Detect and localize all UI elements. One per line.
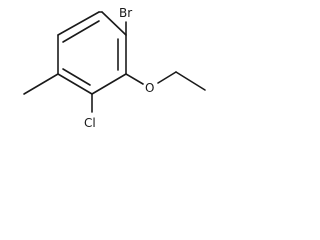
ring-bond-top-inner bbox=[62, 20, 100, 43]
ring-bond-bottom-right bbox=[91, 73, 127, 95]
ring-bond-bottom-left bbox=[57, 73, 93, 95]
ethyl-bond-2 bbox=[175, 71, 206, 91]
methyl-bond bbox=[23, 73, 59, 95]
benzene-ring bbox=[57, 11, 127, 95]
ring-bond-top bbox=[57, 11, 100, 36]
bromine-atom-label: Br bbox=[119, 6, 132, 20]
chemical-structure-diagram: Br O Cl bbox=[23, 6, 206, 130]
chlorine-atom-label: Cl bbox=[84, 116, 96, 130]
ring-bond-right-upper bbox=[101, 11, 127, 36]
ring-bond-bottom-left-inner bbox=[62, 68, 91, 86]
ethyl-bond-1 bbox=[157, 71, 177, 84]
bond-c-o bbox=[125, 73, 144, 85]
oxygen-atom-label: O bbox=[145, 81, 154, 95]
